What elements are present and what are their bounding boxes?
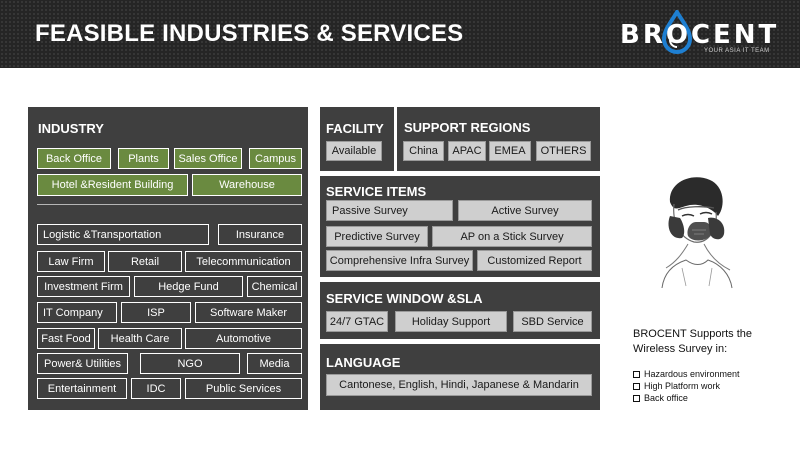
industry-hotel: Hotel &Resident Building: [37, 174, 188, 196]
sla-247-gtac: 24/7 GTAC: [326, 311, 388, 332]
brocent-logo: BROCENT YOUR ASIA IT TEAM: [616, 10, 786, 60]
region-others: OTHERS: [536, 141, 591, 161]
region-china: China: [403, 141, 444, 161]
industry-retail: Retail: [108, 251, 182, 272]
regions-title: SUPPORT REGIONS: [404, 120, 531, 135]
industry-law-firm: Law Firm: [37, 251, 105, 272]
industry-investment-firm: Investment Firm: [37, 276, 130, 297]
industry-ngo: NGO: [140, 353, 240, 374]
side-heading: BROCENT Supports the Wireless Survey in:: [633, 328, 753, 355]
sla-holiday-support: Holiday Support: [395, 311, 507, 332]
list-item: Hazardous environment: [633, 368, 740, 380]
service-window-panel: SERVICE WINDOW &SLA 24/7 GTAC Holiday Su…: [320, 282, 600, 339]
facility-title: FACILITY: [326, 121, 384, 136]
service-window-title: SERVICE WINDOW &SLA: [326, 291, 483, 306]
service-passive-survey: Passive Survey: [326, 200, 453, 221]
language-panel: LANGUAGE Cantonese, English, Hindi, Japa…: [320, 344, 600, 410]
industry-telecommunication: Telecommunication: [185, 251, 302, 272]
industry-automotive: Automotive: [185, 328, 302, 349]
industry-media: Media: [247, 353, 302, 374]
industry-hedge-fund: Hedge Fund: [134, 276, 243, 297]
checkbox-icon: [633, 382, 640, 390]
service-items-panel: SERVICE ITEMS Passive Survey Active Surv…: [320, 176, 600, 277]
industry-public-services: Public Services: [185, 378, 302, 399]
list-item: Back office: [633, 392, 740, 404]
sla-sbd-service: SBD Service: [513, 311, 592, 332]
industry-it-company: IT Company: [37, 302, 117, 323]
industry-panel: INDUSTRY Back Office Plants Sales Office…: [28, 107, 308, 410]
list-item: High Platform work: [633, 380, 740, 392]
industry-insurance: Insurance: [218, 224, 302, 245]
service-predictive-survey: Predictive Survey: [326, 226, 428, 247]
industry-health-care: Health Care: [98, 328, 182, 349]
page-title: FEASIBLE INDUSTRIES & SERVICES: [35, 20, 464, 47]
region-emea: EMEA: [489, 141, 531, 161]
industry-power-utilities: Power& Utilities: [37, 353, 128, 374]
logo-wordmark: BROCENT: [620, 20, 780, 50]
language-list: Cantonese, English, Hindi, Japanese & Ma…: [326, 374, 592, 396]
service-comprehensive-infra: Comprehensive Infra Survey: [326, 250, 473, 271]
regions-panel: SUPPORT REGIONS China APAC EMEA OTHERS: [397, 107, 600, 171]
list-item-label: Back office: [644, 393, 688, 403]
industry-logistic: Logistic &Transportation: [37, 224, 209, 245]
industry-divider: [37, 204, 302, 205]
service-items-title: SERVICE ITEMS: [326, 184, 427, 199]
industry-software-maker: Software Maker: [195, 302, 302, 323]
region-apac: APAC: [448, 141, 486, 161]
header-bar: FEASIBLE INDUSTRIES & SERVICES BROCENT Y…: [0, 0, 800, 68]
water-drop-icon: [661, 10, 693, 54]
industry-entertainment: Entertainment: [37, 378, 127, 399]
facility-panel: FACILITY Available: [320, 107, 394, 171]
service-active-survey: Active Survey: [458, 200, 592, 221]
industry-campus: Campus: [249, 148, 302, 169]
checkbox-icon: [633, 394, 640, 402]
industry-fast-food: Fast Food: [37, 328, 95, 349]
list-item-label: High Platform work: [644, 381, 721, 391]
service-ap-on-stick: AP on a Stick Survey: [432, 226, 592, 247]
checkbox-icon: [633, 370, 640, 378]
industry-plants: Plants: [118, 148, 169, 169]
industry-title: INDUSTRY: [38, 121, 104, 136]
industry-chemical: Chemical: [247, 276, 302, 297]
side-list: Hazardous environment High Platform work…: [633, 368, 740, 404]
industry-isp: ISP: [121, 302, 191, 323]
service-customized-report: Customized Report: [477, 250, 592, 271]
industry-back-office: Back Office: [37, 148, 111, 169]
facility-available: Available: [326, 141, 382, 161]
worker-with-respirator-image: [661, 177, 733, 289]
list-item-label: Hazardous environment: [644, 369, 740, 379]
logo-tagline: YOUR ASIA IT TEAM: [704, 48, 770, 54]
industry-idc: IDC: [131, 378, 181, 399]
industry-sales-office: Sales Office: [174, 148, 242, 169]
industry-warehouse: Warehouse: [192, 174, 302, 196]
language-title: LANGUAGE: [326, 355, 401, 370]
